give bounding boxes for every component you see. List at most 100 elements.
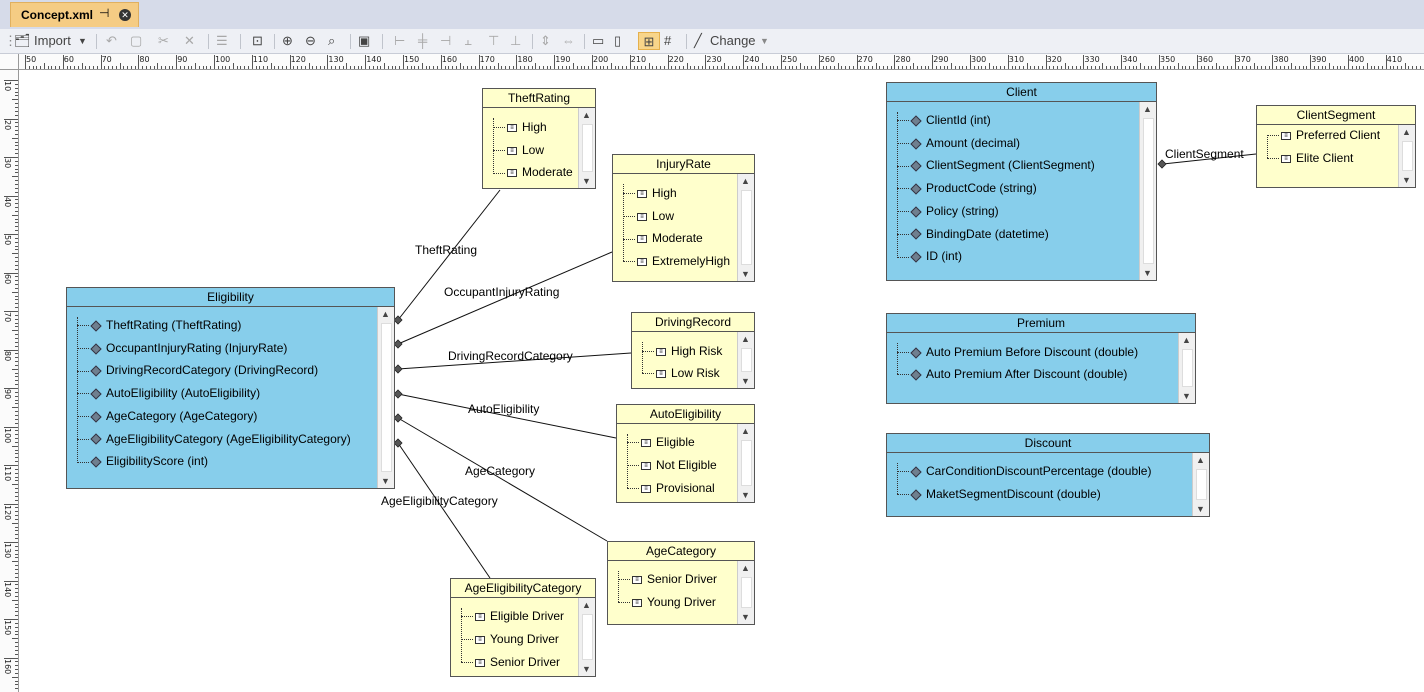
link-label[interactable]: AutoEligibility bbox=[468, 402, 540, 416]
entity-drivingrecord[interactable]: DrivingRecord≡High Risk≡Low Risk▲▼ bbox=[631, 312, 755, 389]
tab-concept-xml[interactable]: Concept.xml ⊣ ✕ bbox=[10, 2, 139, 27]
zoom-in-icon[interactable]: ⊕ bbox=[282, 33, 293, 48]
entity-scrollbar[interactable]: ▲▼ bbox=[1398, 125, 1415, 187]
scroll-down-icon[interactable]: ▼ bbox=[741, 269, 750, 279]
enum-value-row[interactable]: ≡Low bbox=[623, 207, 674, 225]
scroll-down-icon[interactable]: ▼ bbox=[741, 490, 750, 500]
change-dropdown-chevron-down-icon[interactable]: ▼ bbox=[760, 36, 769, 46]
scroll-thumb[interactable] bbox=[381, 323, 392, 472]
link-label[interactable]: DrivingRecordCategory bbox=[448, 349, 573, 363]
same-width-icon[interactable]: ▯ bbox=[614, 33, 622, 48]
link-label[interactable]: AgeCategory bbox=[465, 464, 536, 478]
enum-value-row[interactable]: ≡High bbox=[493, 118, 547, 136]
entity-ageeligibilitycategory[interactable]: AgeEligibilityCategory≡Eligible Driver≡Y… bbox=[450, 578, 596, 677]
entity-scrollbar[interactable]: ▲▼ bbox=[578, 598, 595, 676]
properties-icon[interactable]: ☰ bbox=[216, 33, 228, 48]
scroll-up-icon[interactable]: ▲ bbox=[1196, 455, 1205, 465]
scroll-up-icon[interactable]: ▲ bbox=[741, 563, 750, 573]
enum-value-row[interactable]: ≡Moderate bbox=[493, 163, 573, 181]
scroll-up-icon[interactable]: ▲ bbox=[741, 426, 750, 436]
enum-value-row[interactable]: ≡Eligible Driver bbox=[461, 607, 564, 625]
scroll-up-icon[interactable]: ▲ bbox=[1143, 104, 1152, 114]
enum-value-row[interactable]: ≡Elite Client bbox=[1267, 149, 1353, 167]
zoom-icon[interactable]: ⌕ bbox=[328, 33, 336, 48]
space-vertical-icon[interactable]: ⇕ bbox=[540, 33, 551, 48]
enum-value-row[interactable]: ≡Moderate bbox=[623, 229, 703, 247]
link-label[interactable]: AgeEligibilityCategory bbox=[381, 494, 498, 508]
entity-property-row[interactable]: Auto Premium Before Discount (double) bbox=[897, 343, 1138, 361]
scroll-down-icon[interactable]: ▼ bbox=[741, 376, 750, 386]
entity-scrollbar[interactable]: ▲▼ bbox=[1192, 453, 1209, 516]
paste-icon[interactable]: ▢ bbox=[130, 33, 143, 48]
enum-value-row[interactable]: ≡Low Risk bbox=[642, 364, 720, 382]
entity-property-row[interactable]: EligibilityScore (int) bbox=[77, 452, 208, 470]
delete-icon[interactable]: ✕ bbox=[184, 33, 195, 48]
enum-value-row[interactable]: ≡Not Eligible bbox=[627, 456, 717, 474]
entity-injuryrate[interactable]: InjuryRate≡High≡Low≡Moderate≡ExtremelyHi… bbox=[612, 154, 755, 282]
cut-icon[interactable]: ✂ bbox=[158, 33, 169, 48]
align-left-icon[interactable]: ⊢ bbox=[394, 33, 406, 48]
entity-scrollbar[interactable]: ▲▼ bbox=[578, 108, 595, 188]
entity-property-row[interactable]: Policy (string) bbox=[897, 202, 999, 220]
scroll-down-icon[interactable]: ▼ bbox=[381, 476, 390, 486]
import-button[interactable]: Import bbox=[34, 33, 71, 48]
same-height-icon[interactable]: ▭ bbox=[592, 33, 605, 48]
entity-scrollbar[interactable]: ▲▼ bbox=[377, 307, 394, 488]
entity-property-row[interactable]: AgeCategory (AgeCategory) bbox=[77, 407, 257, 425]
enum-value-row[interactable]: ≡High Risk bbox=[642, 342, 722, 360]
link-ageeligibilitycategory[interactable] bbox=[397, 442, 491, 579]
scroll-down-icon[interactable]: ▼ bbox=[1143, 268, 1152, 278]
change-icon[interactable]: ╱ bbox=[694, 33, 702, 48]
entity-property-row[interactable]: AgeEligibilityCategory (AgeEligibilityCa… bbox=[77, 430, 351, 448]
entity-property-row[interactable]: TheftRating (TheftRating) bbox=[77, 316, 241, 334]
entity-scrollbar[interactable]: ▲▼ bbox=[737, 174, 754, 281]
enum-value-row[interactable]: ≡Senior Driver bbox=[461, 653, 560, 671]
enum-value-row[interactable]: ≡Preferred Client bbox=[1267, 126, 1380, 144]
entity-property-row[interactable]: OccupantInjuryRating (InjuryRate) bbox=[77, 339, 287, 357]
entity-property-row[interactable]: BindingDate (datetime) bbox=[897, 225, 1049, 243]
entity-scrollbar[interactable]: ▲▼ bbox=[1178, 333, 1195, 403]
scroll-thumb[interactable] bbox=[1182, 349, 1193, 387]
entity-property-row[interactable]: CarConditionDiscountPercentage (double) bbox=[897, 462, 1151, 480]
enum-value-row[interactable]: ≡Low bbox=[493, 141, 544, 159]
link-occupantinjuryrating[interactable] bbox=[397, 251, 613, 345]
space-horizontal-icon[interactable]: ⇔ bbox=[562, 33, 575, 48]
enum-value-row[interactable]: ≡Senior Driver bbox=[618, 570, 717, 588]
scroll-thumb[interactable] bbox=[741, 348, 752, 372]
scroll-down-icon[interactable]: ▼ bbox=[582, 664, 591, 674]
align-top-icon[interactable]: ⊤ bbox=[488, 33, 500, 48]
entity-scrollbar[interactable]: ▲▼ bbox=[737, 424, 754, 502]
entity-property-row[interactable]: ProductCode (string) bbox=[897, 179, 1037, 197]
scroll-thumb[interactable] bbox=[741, 440, 752, 486]
scroll-thumb[interactable] bbox=[741, 577, 752, 608]
scroll-thumb[interactable] bbox=[582, 614, 593, 660]
snap-icon[interactable]: ⊞ bbox=[638, 32, 660, 50]
enum-value-row[interactable]: ≡Young Driver bbox=[618, 593, 716, 611]
scroll-down-icon[interactable]: ▼ bbox=[582, 176, 591, 186]
entity-property-row[interactable]: AutoEligibility (AutoEligibility) bbox=[77, 384, 260, 402]
scroll-up-icon[interactable]: ▲ bbox=[741, 334, 750, 344]
scroll-thumb[interactable] bbox=[1143, 118, 1154, 264]
import-dropdown-chevron-down-icon[interactable]: ▼ bbox=[78, 36, 87, 46]
scroll-up-icon[interactable]: ▲ bbox=[1182, 335, 1191, 345]
image-icon[interactable]: ▣ bbox=[358, 33, 371, 48]
enum-value-row[interactable]: ≡Provisional bbox=[627, 479, 715, 497]
enum-value-row[interactable]: ≡High bbox=[623, 184, 677, 202]
entity-property-row[interactable]: ClientSegment (ClientSegment) bbox=[897, 156, 1095, 174]
entity-theftrating[interactable]: TheftRating≡High≡Low≡Moderate▲▼ bbox=[482, 88, 596, 189]
scroll-thumb[interactable] bbox=[582, 124, 593, 172]
scroll-up-icon[interactable]: ▲ bbox=[741, 176, 750, 186]
link-clientsegment[interactable] bbox=[1162, 153, 1257, 165]
zoom-out-icon[interactable]: ⊖ bbox=[305, 33, 316, 48]
entity-scrollbar[interactable]: ▲▼ bbox=[1139, 102, 1156, 280]
zoom-fit-icon[interactable]: ⊡ bbox=[252, 33, 263, 48]
close-icon[interactable]: ✕ bbox=[119, 9, 131, 21]
entity-clientsegment[interactable]: ClientSegment≡Preferred Client≡Elite Cli… bbox=[1256, 105, 1416, 188]
align-right-icon[interactable]: ⊣ bbox=[440, 33, 452, 48]
scroll-down-icon[interactable]: ▼ bbox=[741, 612, 750, 622]
entity-property-row[interactable]: Auto Premium After Discount (double) bbox=[897, 365, 1127, 383]
scroll-up-icon[interactable]: ▲ bbox=[1402, 127, 1411, 137]
link-label[interactable]: TheftRating bbox=[415, 243, 478, 257]
scroll-down-icon[interactable]: ▼ bbox=[1182, 391, 1191, 401]
